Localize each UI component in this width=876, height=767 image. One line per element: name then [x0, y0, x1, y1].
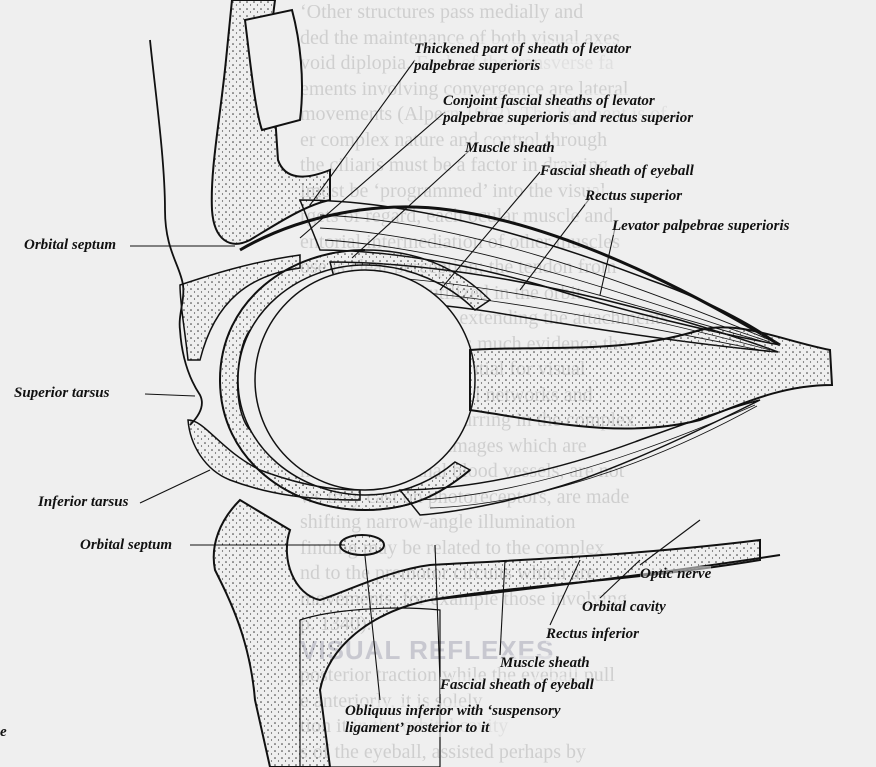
label-levator-palpebrae-superioris: Levator palpebrae superioris: [612, 218, 790, 235]
label-cropped-edge-e: e: [0, 724, 7, 741]
label-rectus-inferior: Rectus inferior: [546, 626, 639, 643]
label-line-2: ligament’ posterior to it: [345, 720, 560, 737]
label-orbital-septum-top: Orbital septum: [24, 237, 116, 254]
label-optic-nerve: Optic nerve: [640, 566, 711, 583]
skin-profile: [150, 40, 202, 425]
label-fascial-sheath-bottom: Fascial sheath of eyeball: [440, 677, 594, 694]
label-orbital-septum-bottom: Orbital septum: [80, 537, 172, 554]
label-superior-tarsus: Superior tarsus: [14, 385, 109, 402]
label-fascial-sheath-top: Fascial sheath of eyeball: [540, 163, 694, 180]
label-orbital-cavity: Orbital cavity: [582, 599, 666, 616]
eyeball-interior: [255, 270, 475, 490]
label-conjoint-fascial-sheaths: Conjoint fascial sheaths of levator palp…: [443, 93, 693, 127]
label-line-1: Conjoint fascial sheaths of levator: [443, 93, 693, 110]
label-line-2: palpebrae superioris: [414, 58, 631, 75]
label-muscle-sheath-top: Muscle sheath: [465, 140, 555, 157]
label-line-2: palpebrae superioris and rectus superior: [443, 110, 693, 127]
label-obliquus-inferior: Obliquus inferior with ‘suspensory ligam…: [345, 703, 560, 737]
obliquus-inferior: [340, 535, 384, 555]
label-line-1: Obliquus inferior with ‘suspensory: [345, 703, 560, 720]
optic-nerve: [470, 327, 832, 428]
label-inferior-tarsus: Inferior tarsus: [38, 494, 128, 511]
label-line-1: Thickened part of sheath of levator: [414, 41, 631, 58]
label-rectus-superior: Rectus superior: [585, 188, 682, 205]
label-thickened-part-levator-sheath: Thickened part of sheath of levator palp…: [414, 41, 631, 75]
label-muscle-sheath-bottom: Muscle sheath: [500, 655, 590, 672]
